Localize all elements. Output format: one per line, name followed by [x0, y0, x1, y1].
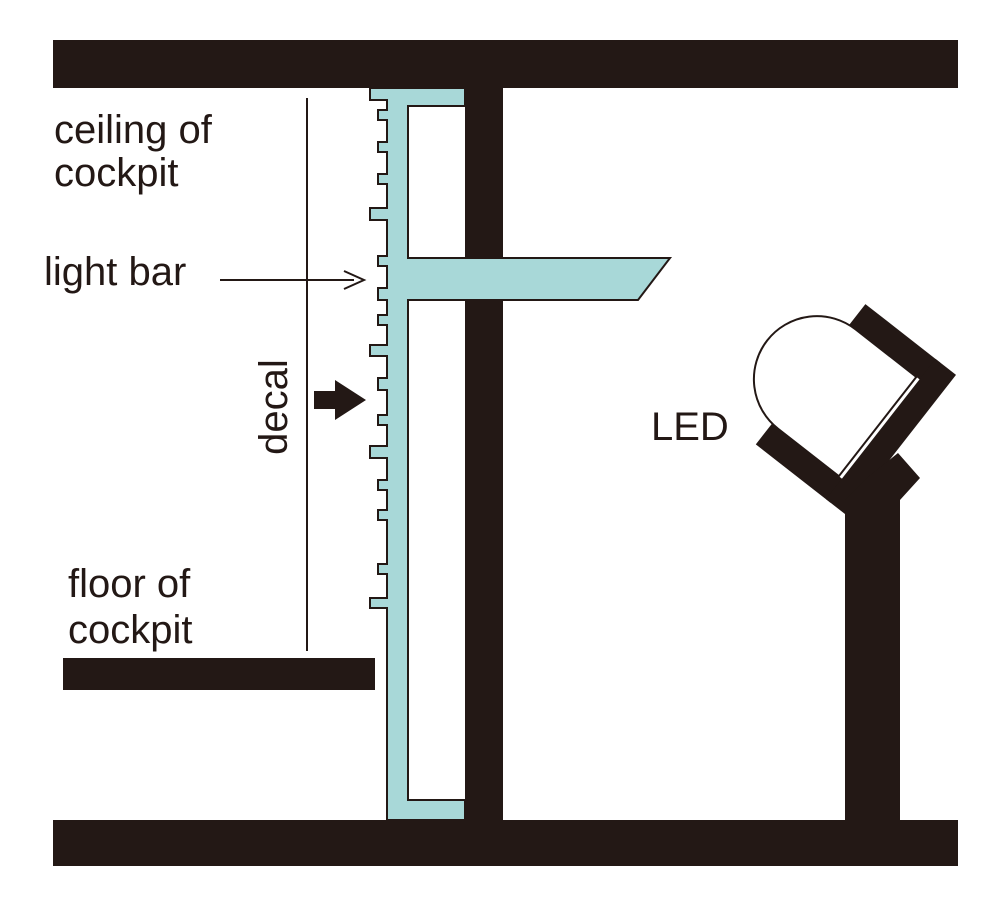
cockpit-floor [63, 658, 375, 690]
ceiling-label-line1: ceiling of [54, 108, 213, 152]
led-label: LED [651, 405, 729, 449]
decal-label: decal [252, 359, 296, 455]
light-bar-label: light bar [44, 250, 186, 294]
light-bar-arrowhead [343, 270, 367, 290]
floor-label-line2: cockpit [68, 608, 193, 652]
led-housing-top [849, 304, 941, 384]
led-lens [752, 315, 918, 478]
floor-label-line1: floor of [68, 562, 191, 606]
decal-arrow [314, 380, 366, 420]
bottom-beam [53, 820, 958, 866]
led-stand [845, 453, 920, 820]
led-housing-bottom [755, 423, 847, 503]
vertical-post [465, 88, 503, 822]
top-beam [53, 40, 958, 88]
light-bar-shape [369, 87, 673, 821]
led-housing-back [825, 358, 957, 516]
led-assembly [752, 304, 957, 516]
ceiling-label-line2: cockpit [54, 151, 179, 195]
